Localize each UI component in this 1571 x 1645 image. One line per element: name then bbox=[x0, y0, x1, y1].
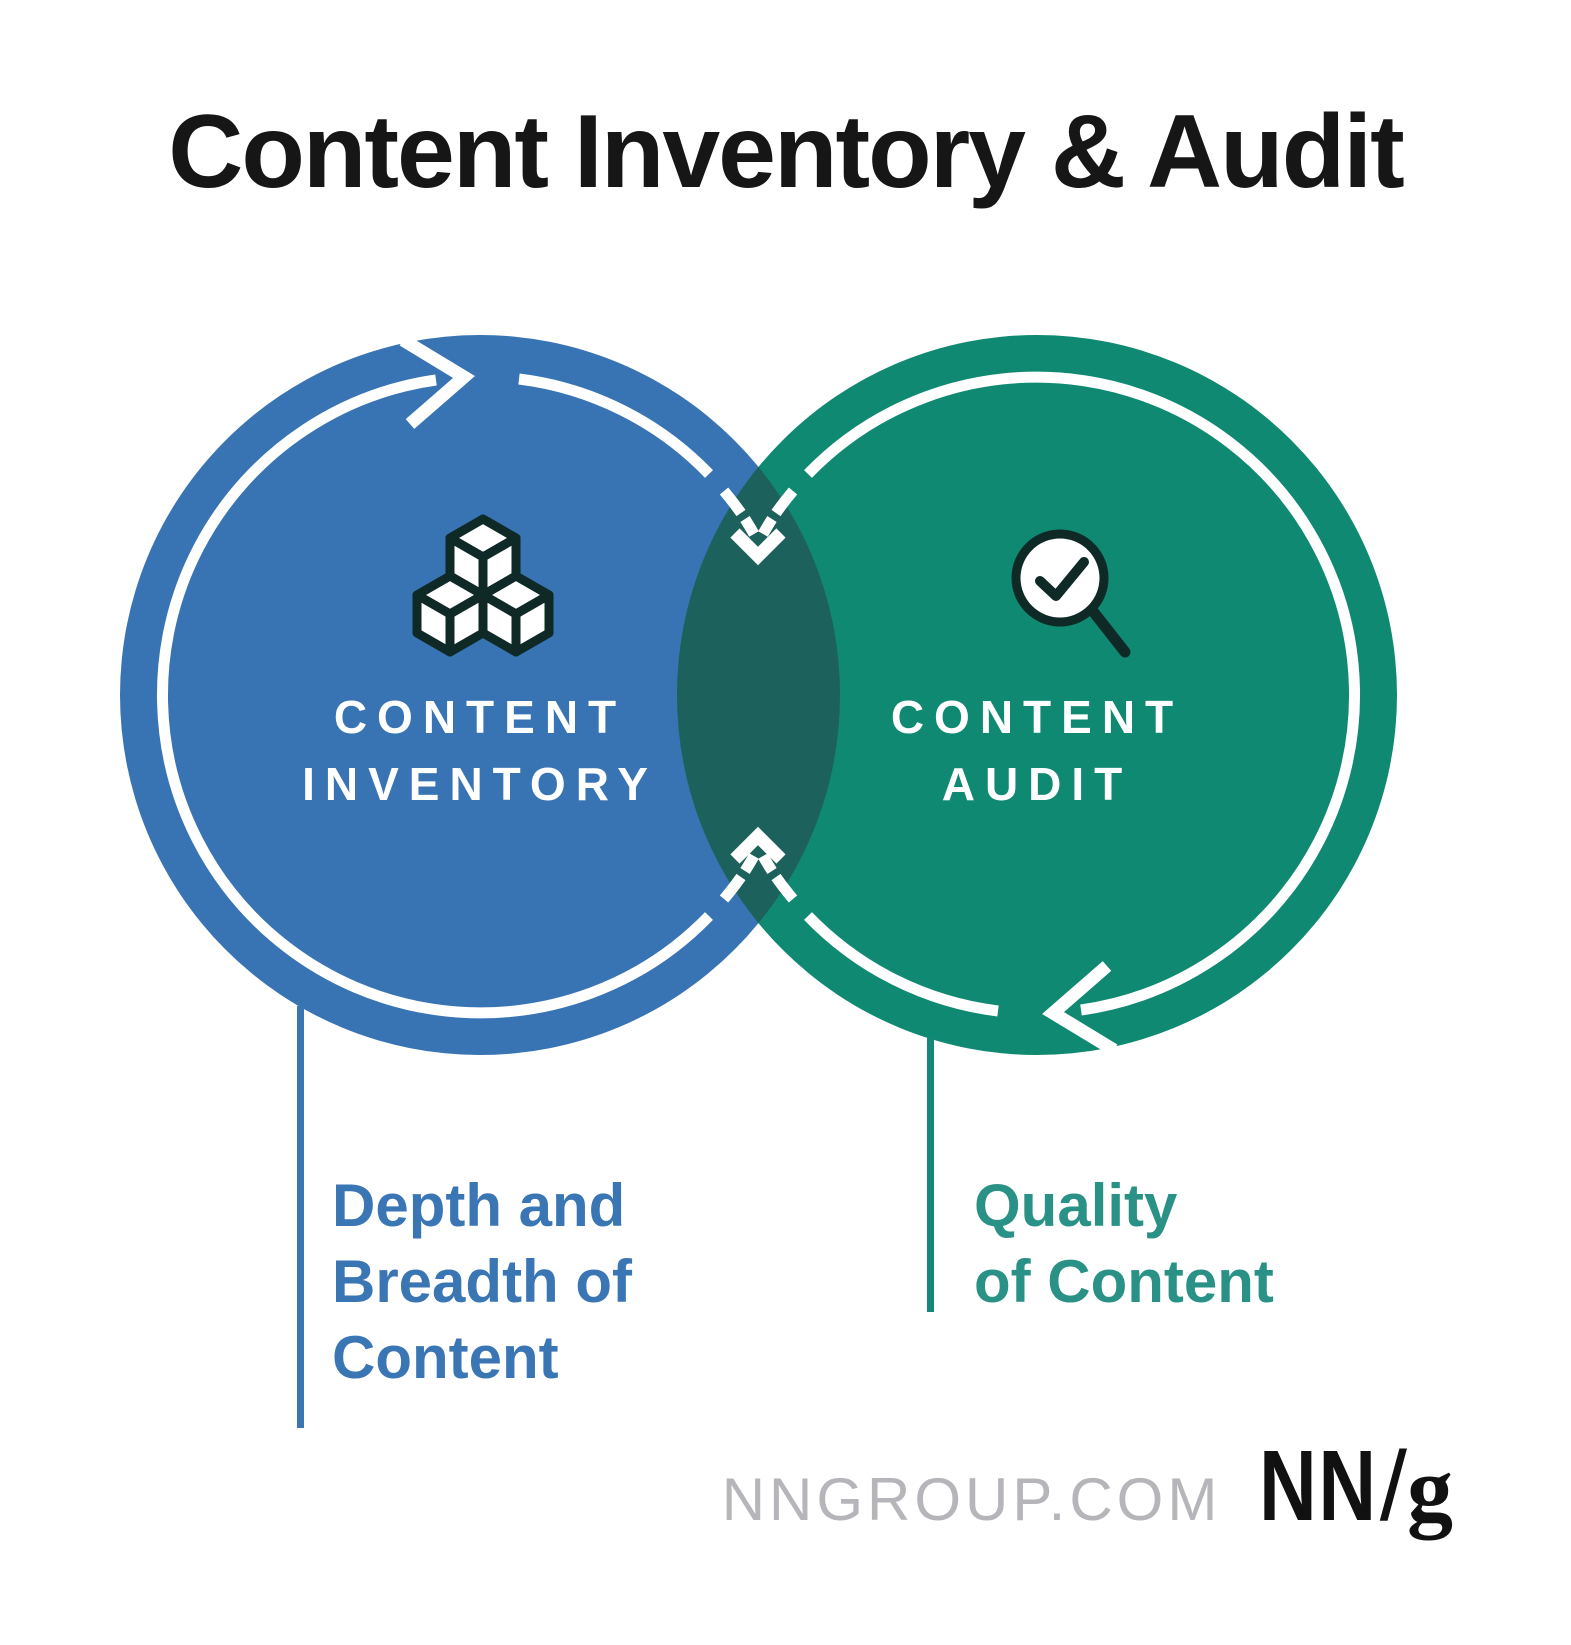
nng-logo-g: g bbox=[1407, 1438, 1453, 1540]
cycle-dash bbox=[771, 873, 798, 903]
check-icon bbox=[1035, 557, 1089, 601]
inventory-label-line2: INVENTORY bbox=[302, 758, 658, 810]
inventory-circle bbox=[120, 335, 840, 1055]
page-title: Content Inventory & Audit bbox=[168, 94, 1405, 210]
audit-label-line2: AUDIT bbox=[942, 758, 1133, 810]
audit-caption: Quality of Content bbox=[974, 1168, 1274, 1320]
magnifier-lens bbox=[1011, 529, 1109, 627]
audit-caption-line: of Content bbox=[974, 1248, 1274, 1315]
audit-cycle-ring bbox=[758, 371, 1361, 1017]
inventory-cycle-ring bbox=[156, 373, 759, 1019]
nng-logo: NN / g bbox=[1259, 1429, 1453, 1544]
inventory-caption-line: Depth and bbox=[332, 1172, 626, 1239]
inventory-caption-line: Content bbox=[332, 1324, 559, 1391]
flow-chevron-down-icon bbox=[730, 528, 786, 566]
inventory-cycle-arrowhead-icon bbox=[399, 334, 475, 429]
audit-connector-line bbox=[927, 1038, 934, 1312]
nng-logo-slash: / bbox=[1379, 1431, 1407, 1541]
nng-logo-nn: NN bbox=[1259, 1430, 1379, 1542]
audit-caption-line: Quality bbox=[974, 1172, 1178, 1239]
cubes-icon bbox=[412, 514, 554, 657]
website-url: NNGROUP.COM bbox=[721, 1466, 1222, 1533]
cycle-dash bbox=[758, 516, 777, 537]
magnifier-handle bbox=[1086, 604, 1131, 658]
inventory-caption: Depth and Breadth of Content bbox=[332, 1168, 632, 1396]
cycle-dash bbox=[719, 487, 746, 517]
flow-chevron-up-icon bbox=[730, 826, 786, 864]
magnifier-check-icon bbox=[1011, 529, 1131, 658]
inventory-caption-line: Breadth of bbox=[332, 1248, 632, 1315]
footer: NNGROUP.COM NN / g bbox=[722, 1429, 1453, 1544]
cycle-dash bbox=[719, 873, 746, 903]
inventory-connector-line bbox=[297, 1006, 304, 1428]
audit-circle bbox=[677, 335, 1397, 1055]
audit-cycle-arrowhead-icon bbox=[1042, 961, 1118, 1056]
inventory-label-line1: CONTENT bbox=[334, 691, 626, 743]
audit-label-line1: CONTENT bbox=[891, 691, 1183, 743]
cycle-dash bbox=[758, 853, 777, 874]
cycle-dash bbox=[771, 487, 798, 517]
cycle-dash bbox=[740, 853, 759, 874]
cycle-dash bbox=[740, 516, 759, 537]
